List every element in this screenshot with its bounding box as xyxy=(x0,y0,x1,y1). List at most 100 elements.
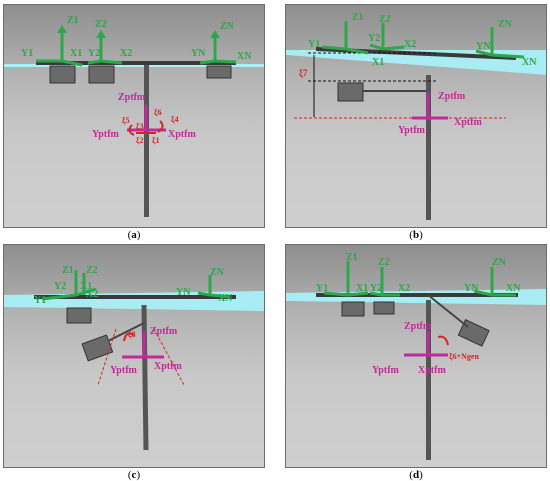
rotation-arrow xyxy=(437,335,449,346)
frame-2-axes xyxy=(87,35,123,65)
caption-b: (b) xyxy=(409,229,423,241)
label-zptfm: Zptfm xyxy=(438,91,466,102)
label-xptfm: Xptfm xyxy=(418,365,446,376)
label-xi1: ξ1 xyxy=(152,136,160,145)
frame-axes xyxy=(323,261,516,297)
counterweight-1 xyxy=(66,307,92,324)
rotation-arrow-left xyxy=(128,124,135,136)
rotation-arrow-right xyxy=(157,120,164,133)
frame-axes xyxy=(41,270,231,301)
caption-c: (c) xyxy=(127,469,141,481)
arm xyxy=(427,294,469,328)
platform-frame xyxy=(404,331,448,357)
frame-1-axes xyxy=(36,30,83,67)
label-xn: XN xyxy=(218,293,233,304)
label-x1: X1 xyxy=(70,48,82,59)
label-yn: YN xyxy=(176,287,191,298)
arm xyxy=(107,322,145,342)
label-x2: X2 xyxy=(404,39,416,50)
label-y1: Y1 xyxy=(308,39,320,50)
label-zptfm: Zptfm xyxy=(404,321,432,332)
panel-a-initial-state: Z1 Z2 ZN Y1 X1 Y2 X2 YN XN Zptfm Yptfm X… xyxy=(3,4,265,228)
label-zptfm: Zptfm xyxy=(150,326,178,337)
counterweight-n xyxy=(206,65,232,79)
pole xyxy=(426,300,431,460)
panel-a-diagram: Z1 Z2 ZN Y1 X1 Y2 X2 YN XN Zptfm Yptfm X… xyxy=(4,15,264,217)
platform-frame xyxy=(122,331,164,359)
panel-b-diagram: ξ7 Z1 Z2 ZN Y1 X1 Y2 X2 YN XN Zptfm Yptf… xyxy=(286,12,546,220)
label-x1: X1 xyxy=(80,281,92,292)
label-yn: YN xyxy=(191,48,206,59)
label-x2: X2 xyxy=(86,289,98,300)
panel-d-tilt-right: Z1 Z2 ZN Y1 X1 Y2 X2 YN XN Zptfm Yptfm X… xyxy=(285,244,547,468)
platform-frame xyxy=(127,105,166,136)
label-y2: Y2 xyxy=(88,48,100,59)
frame-n-axes xyxy=(199,35,237,65)
panel-d-diagram: Z1 Z2 ZN Y1 X1 Y2 X2 YN XN Zptfm Yptfm X… xyxy=(286,252,546,460)
label-xi8: ξ8 xyxy=(128,330,136,339)
label-x1: X1 xyxy=(356,283,368,294)
label-zptfm: Zptfm xyxy=(118,92,146,103)
label-y1: Y1 xyxy=(34,295,46,306)
label-z2: Z2 xyxy=(95,19,107,30)
label-xi4: ξ4 xyxy=(171,115,179,124)
label-xi5: ξ5 xyxy=(122,116,130,125)
label-xptfm: Xptfm xyxy=(154,361,182,372)
label-x2: X2 xyxy=(398,283,410,294)
caption-d: (d) xyxy=(409,469,423,481)
counterweight-swing xyxy=(81,334,114,362)
label-yptfm: Yptfm xyxy=(92,129,120,140)
label-yptfm: Yptfm xyxy=(372,365,400,376)
label-yn: YN xyxy=(476,41,491,52)
label-xi3: ξ3 xyxy=(136,122,144,131)
pole xyxy=(144,65,149,217)
label-z1: Z1 xyxy=(352,12,364,23)
frame-axes xyxy=(321,21,525,59)
label-yptfm: Yptfm xyxy=(110,365,138,376)
panel-c-diagram: Z1 Z2 ZN Y1 X1 Y2 X2 YN XN ξ8 Zptfm Yptf… xyxy=(4,265,264,451)
counterweight-2 xyxy=(88,65,115,84)
label-y2: Y2 xyxy=(370,283,382,294)
label-zn: ZN xyxy=(498,19,513,30)
label-y2: Y2 xyxy=(368,33,380,44)
counterweight xyxy=(337,82,364,102)
label-y1: Y1 xyxy=(21,48,33,59)
pole xyxy=(426,75,431,220)
label-y2: Y2 xyxy=(54,281,66,292)
label-z1: Z1 xyxy=(346,252,358,263)
pole xyxy=(141,304,149,451)
counterweight-2 xyxy=(373,301,395,315)
panel-c-tilt-left: Z1 Z2 ZN Y1 X1 Y2 X2 YN XN ξ8 Zptfm Yptf… xyxy=(3,244,265,468)
label-x1: X1 xyxy=(372,57,384,68)
counterweight-1 xyxy=(341,301,365,317)
label-xi2: ξ2 xyxy=(136,136,144,145)
zn-arrowhead xyxy=(210,30,220,38)
label-x2: X2 xyxy=(120,48,132,59)
label-z2: Z2 xyxy=(86,265,98,276)
label-xptfm: Xptfm xyxy=(168,129,196,140)
caption-a: (a) xyxy=(127,229,141,241)
panel-b-heave: ξ7 Z1 Z2 ZN Y1 X1 Y2 X2 YN XN Zptfm Yptf… xyxy=(285,4,547,228)
label-y1: Y1 xyxy=(316,283,328,294)
rotation-arrow xyxy=(123,332,135,342)
z1-arrowhead xyxy=(57,25,67,33)
label-xn: XN xyxy=(237,51,252,62)
counterweight-1 xyxy=(49,65,76,84)
water-line xyxy=(4,64,264,67)
label-xptfm: Xptfm xyxy=(454,117,482,128)
z2-arrowhead xyxy=(96,30,106,38)
label-xi6: ξ6 xyxy=(154,108,162,117)
crossbar xyxy=(36,61,236,65)
label-zn: ZN xyxy=(220,21,235,32)
label-xi6ngen: ξ6+Ngen xyxy=(449,352,479,361)
label-z1: Z1 xyxy=(62,265,74,276)
label-z2: Z2 xyxy=(378,257,390,268)
label-xn: XN xyxy=(522,57,537,68)
label-z2: Z2 xyxy=(379,14,391,25)
reference-line-2 xyxy=(153,328,185,386)
label-xi7: ξ7 xyxy=(299,68,308,78)
label-xn: XN xyxy=(506,283,521,294)
x1-axis-arrow xyxy=(61,59,83,67)
label-yptfm: Yptfm xyxy=(398,125,426,136)
platform-frame xyxy=(412,93,448,120)
